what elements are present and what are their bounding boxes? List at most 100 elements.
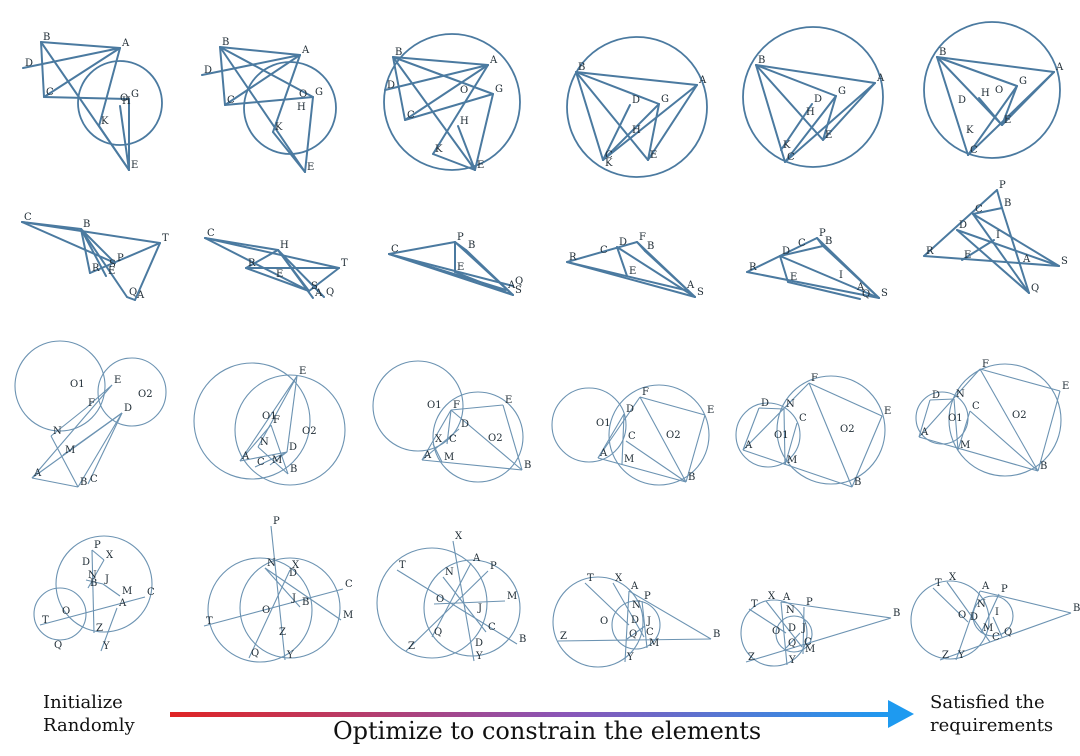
point-label-Z: Z: [942, 650, 949, 661]
point-label-Z: Z: [408, 641, 415, 652]
point-label-Q: Q: [1004, 627, 1012, 638]
circle: [972, 595, 1014, 637]
point-label-P: P: [117, 253, 124, 264]
point-label-E: E: [964, 250, 971, 261]
point-label-J: J: [801, 623, 806, 634]
segment-AY: [100, 607, 118, 652]
point-label-T: T: [42, 615, 49, 626]
point-label-N: N: [786, 605, 795, 616]
segment-EF: [85, 384, 113, 409]
point-label-Q: Q: [434, 627, 442, 638]
segment-AB: [918, 436, 1039, 472]
point-label-D: D: [970, 612, 978, 623]
point-label-Q: Q: [862, 289, 870, 300]
segment-CQ: [388, 253, 514, 287]
point-label-C: C: [628, 431, 636, 442]
point-label-O: O: [772, 626, 780, 637]
point-label-E: E: [457, 262, 464, 273]
point-label-D: D: [761, 398, 769, 409]
circle: [740, 599, 808, 667]
point-label-J: J: [477, 603, 482, 614]
point-label-C: C: [147, 587, 155, 598]
point-label-A: A: [630, 581, 639, 592]
point-label-B: B: [90, 578, 97, 589]
segment-CM: [784, 422, 798, 466]
point-label-A: A: [1055, 62, 1064, 73]
point-label-Y: Y: [102, 641, 110, 652]
segment-FB: [979, 368, 1039, 472]
segment-PM: [980, 593, 1000, 634]
segment-TD: [584, 582, 630, 626]
point-label-M: M: [983, 623, 993, 634]
segment-DA: [22, 47, 121, 69]
circle: [735, 402, 801, 468]
point-label-D: D: [475, 638, 483, 649]
segment-KE: [98, 125, 130, 171]
segment-EB: [502, 404, 523, 471]
point-label-K: K: [435, 144, 443, 155]
point-label-H: H: [806, 107, 815, 118]
point-label-E: E: [307, 162, 314, 173]
segment-JM: [102, 583, 121, 597]
point-label-O: O: [62, 606, 70, 617]
point-label-N: N: [977, 599, 986, 610]
point-label-P: P: [490, 561, 497, 572]
point-label-C: C: [804, 637, 812, 648]
point-label-X: X: [768, 591, 776, 602]
point-label-E: E: [1004, 115, 1011, 126]
segment-BC: [219, 46, 226, 106]
point-label-C: C: [787, 152, 795, 163]
point-label-E: E: [477, 160, 484, 171]
segment-AK: [98, 47, 121, 127]
segment-RA: [566, 261, 686, 291]
segment-AE: [239, 375, 298, 462]
point-label-A: A: [507, 280, 516, 291]
segment-AE: [647, 84, 698, 161]
point-label-C: C: [970, 145, 978, 156]
segment-EB: [1037, 390, 1061, 472]
point-label-N: N: [956, 389, 965, 400]
point-label-Q: Q: [1031, 283, 1039, 294]
segment-FA: [239, 424, 272, 462]
segment-FB: [450, 409, 523, 471]
segment-QA: [126, 296, 136, 301]
segment-CG: [602, 103, 660, 161]
segment-NM: [264, 567, 342, 621]
segment-AB: [597, 457, 687, 483]
segment-AC: [43, 47, 121, 98]
segment-IQ: [992, 616, 1003, 638]
circle: [432, 391, 524, 483]
point-label-C: C: [345, 579, 353, 590]
point-label-T: T: [935, 578, 942, 589]
segment-CG: [43, 96, 130, 100]
point-label-Q: Q: [788, 638, 796, 649]
segment-CB: [972, 207, 1003, 215]
segment-TR: [89, 242, 161, 274]
point-label-N: N: [267, 558, 276, 569]
point-label-O: O: [299, 89, 307, 100]
point-label-A: A: [856, 282, 865, 293]
point-label-S: S: [311, 281, 318, 292]
segment-ED: [286, 375, 298, 453]
point-label-O1: O1: [774, 430, 789, 441]
point-label-B: B: [578, 62, 585, 73]
segment-AK: [272, 54, 301, 133]
segment-OM: [433, 600, 506, 605]
point-label-O2: O2: [302, 426, 317, 437]
point-label-O2: O2: [1012, 410, 1027, 421]
segment-PZ: [91, 549, 95, 634]
point-label-E: E: [650, 150, 657, 161]
point-label-X: X: [292, 560, 300, 571]
segment-TA: [134, 242, 161, 301]
point-label-T: T: [399, 560, 406, 571]
point-label-F: F: [453, 400, 460, 411]
point-label-E: E: [131, 160, 138, 171]
point-label-G: G: [131, 89, 139, 100]
point-label-E: E: [114, 375, 121, 386]
point-label-E: E: [707, 405, 714, 416]
